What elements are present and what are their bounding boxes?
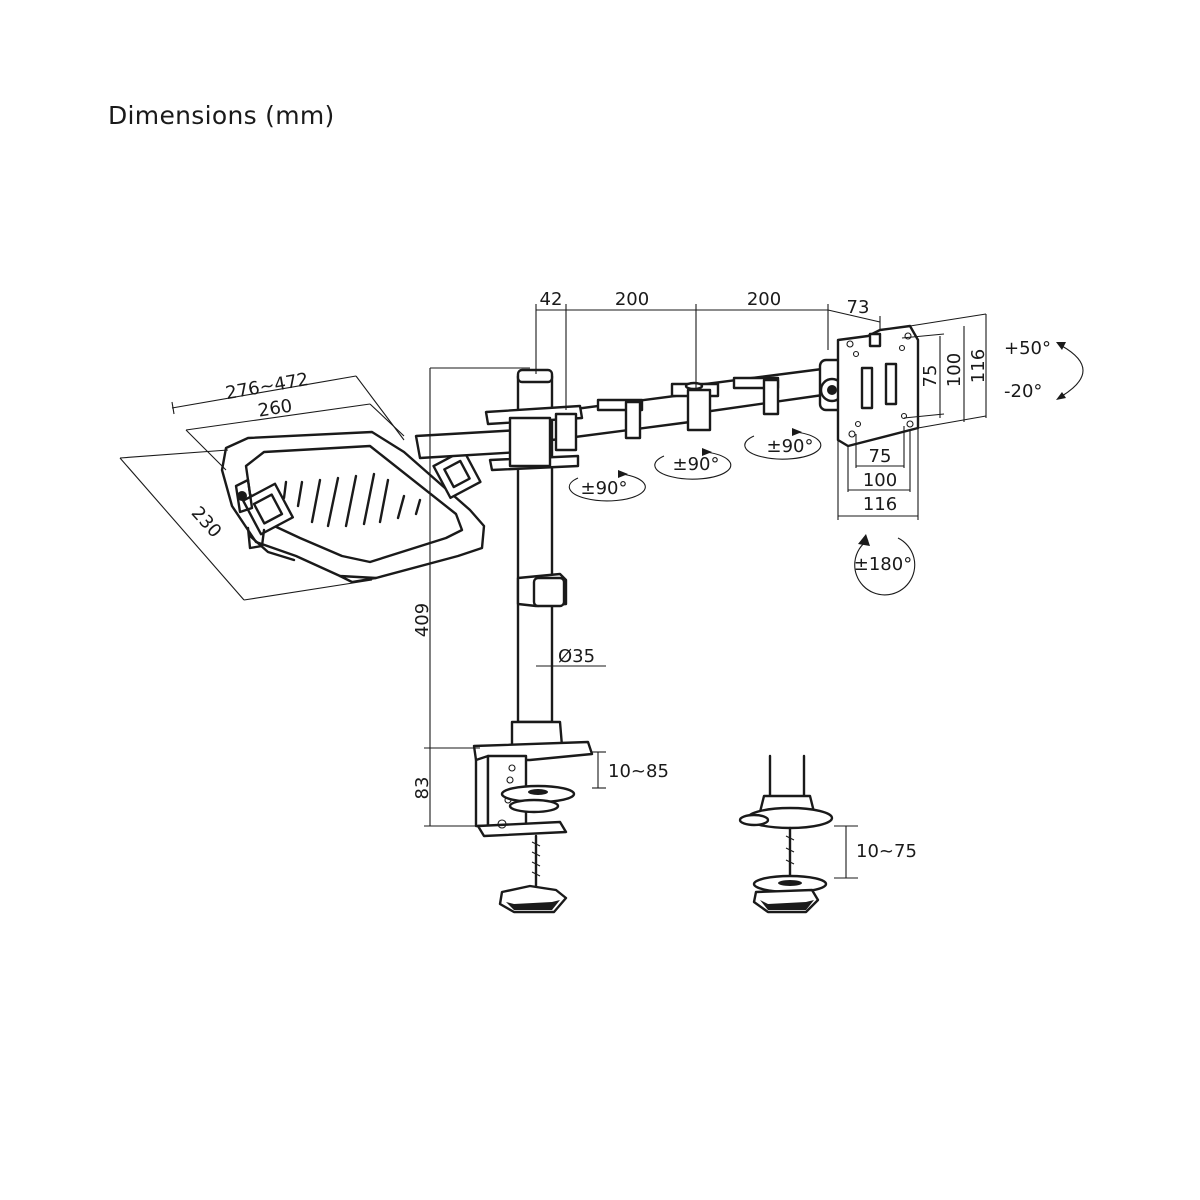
dimension-labels: 42 200 200 73 276~472 260 230 409 Ø35 83… bbox=[187, 289, 1051, 862]
dim-offset-label: 42 bbox=[540, 289, 563, 310]
tilt-down-label: -20° bbox=[1004, 381, 1042, 402]
desk-clamp bbox=[472, 740, 594, 914]
vesa-h100-label: 100 bbox=[863, 470, 897, 491]
grommet-base bbox=[738, 754, 834, 914]
dim-grommet-range-label: 10~75 bbox=[856, 841, 917, 862]
dim-tray-depth-label: 230 bbox=[187, 503, 226, 543]
vesa-h75-label: 75 bbox=[869, 446, 892, 467]
rotation-joint1-label: ±90° bbox=[581, 478, 628, 499]
dim-tray-width-label: 260 bbox=[257, 396, 294, 422]
dim-clamp-range-label: 10~85 bbox=[608, 761, 669, 782]
vesa-h116-label: 116 bbox=[863, 494, 897, 515]
rotation-arrows bbox=[568, 342, 1084, 596]
vesa-plate bbox=[836, 324, 920, 448]
dim-height-label: 409 bbox=[412, 603, 433, 637]
dimension-lines bbox=[119, 304, 987, 879]
tray-vent-slots bbox=[282, 472, 422, 528]
vesa-v75-label: 75 bbox=[920, 365, 941, 388]
rotation-joint3-label: ±90° bbox=[767, 436, 814, 457]
dim-arm2-label: 200 bbox=[747, 289, 781, 310]
dim-head-label: 73 bbox=[847, 297, 870, 318]
rotation-joint2-label: ±90° bbox=[673, 454, 720, 475]
vesa-v116-label: 116 bbox=[968, 349, 989, 383]
laptop-tray bbox=[220, 430, 486, 584]
dim-pole-diameter-label: Ø35 bbox=[558, 646, 595, 667]
tilt-up-label: +50° bbox=[1004, 338, 1051, 359]
dim-arm1-label: 200 bbox=[615, 289, 649, 310]
dim-clamp-height-label: 83 bbox=[412, 777, 433, 800]
vesa-v100-label: 100 bbox=[944, 353, 965, 387]
page-title: Dimensions (mm) bbox=[108, 101, 335, 130]
rotation-rotate-label: ±180° bbox=[854, 554, 912, 575]
